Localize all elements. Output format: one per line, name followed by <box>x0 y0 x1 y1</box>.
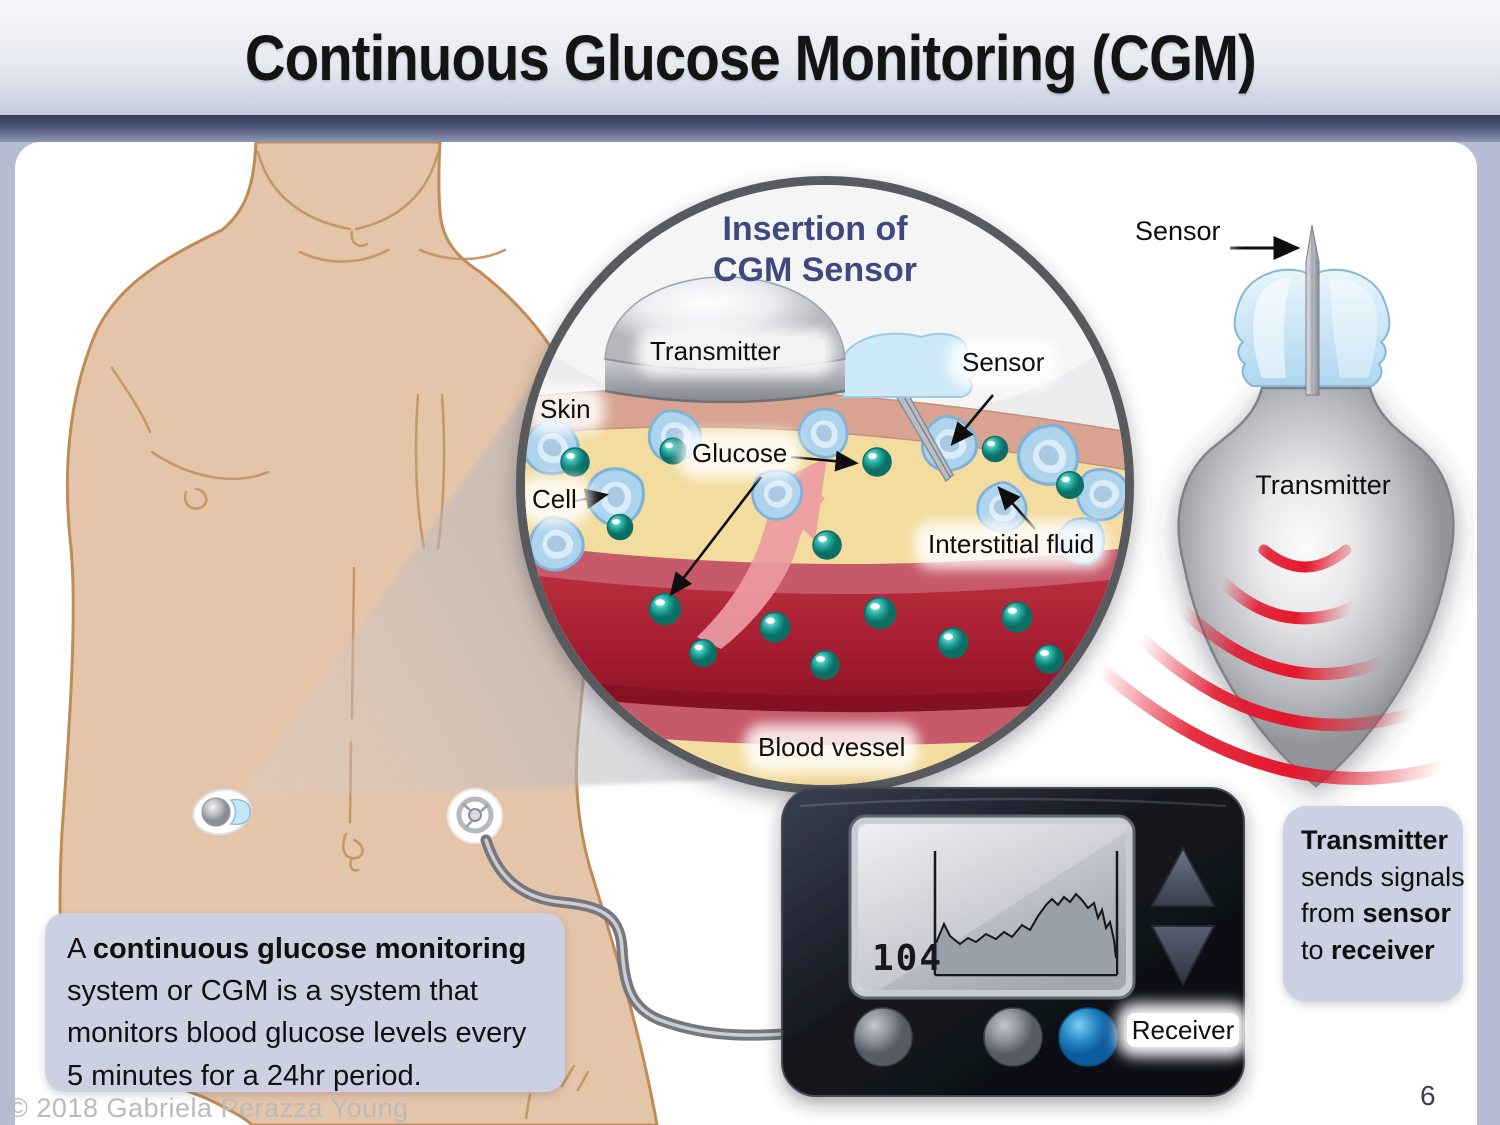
label-inset-transmitter: Transmitter <box>645 336 825 367</box>
receiver-down-button <box>1150 925 1216 987</box>
sensor-mount-highlight2 <box>1330 279 1378 378</box>
label-receiver: Receiver <box>1127 1013 1239 1047</box>
glucose-graph-axes <box>933 851 1119 977</box>
slide-header: Continuous Glucose Monitoring (CGM) <box>0 0 1500 115</box>
receiver-screen: 104 <box>848 814 1136 1000</box>
receiver-cable <box>480 834 790 1041</box>
device-sensor-needle <box>1305 224 1320 396</box>
label-interstitial-fluid: Interstitial fluid <box>923 529 1100 560</box>
inset-title: Insertion of CGM Sensor <box>565 209 1065 292</box>
label-inset-sensor: Sensor <box>957 347 1050 378</box>
transmitter-body <box>1177 386 1455 788</box>
receiver-button-blue <box>1058 1007 1118 1067</box>
body-sensor-patch <box>192 788 252 836</box>
header-divider-bar <box>0 115 1500 142</box>
signal-waves <box>1093 544 1450 785</box>
inset-title-line2: CGM Sensor <box>712 251 918 290</box>
label-blood-vessel: Blood vessel <box>753 732 911 763</box>
page-title: Continuous Glucose Monitoring (CGM) <box>244 21 1257 94</box>
sensor-mount-highlight <box>1253 277 1292 378</box>
page-number: 6 <box>1420 1080 1436 1111</box>
receiver-button-2 <box>983 1007 1043 1067</box>
magnifier-inset: Insertion of CGM Sensor Transmitter Sens… <box>516 176 1134 794</box>
body-infusion-patch <box>447 788 503 844</box>
receiver-button-1 <box>853 1007 913 1067</box>
label-device-sensor: Sensor <box>1130 216 1226 248</box>
label-device-transmitter: Transmitter <box>1255 470 1391 500</box>
copyright-text: © 2018 Gabriela Perazza Young <box>8 1093 409 1123</box>
label-glucose: Glucose <box>687 438 793 469</box>
label-cell: Cell <box>527 484 582 515</box>
inset-title-line1: Insertion of <box>722 210 908 248</box>
receiver-up-button <box>1150 845 1216 907</box>
label-skin: Skin <box>535 394 596 425</box>
glucose-trend-graph <box>935 892 1117 974</box>
receiver-reading: 104 <box>872 938 943 979</box>
